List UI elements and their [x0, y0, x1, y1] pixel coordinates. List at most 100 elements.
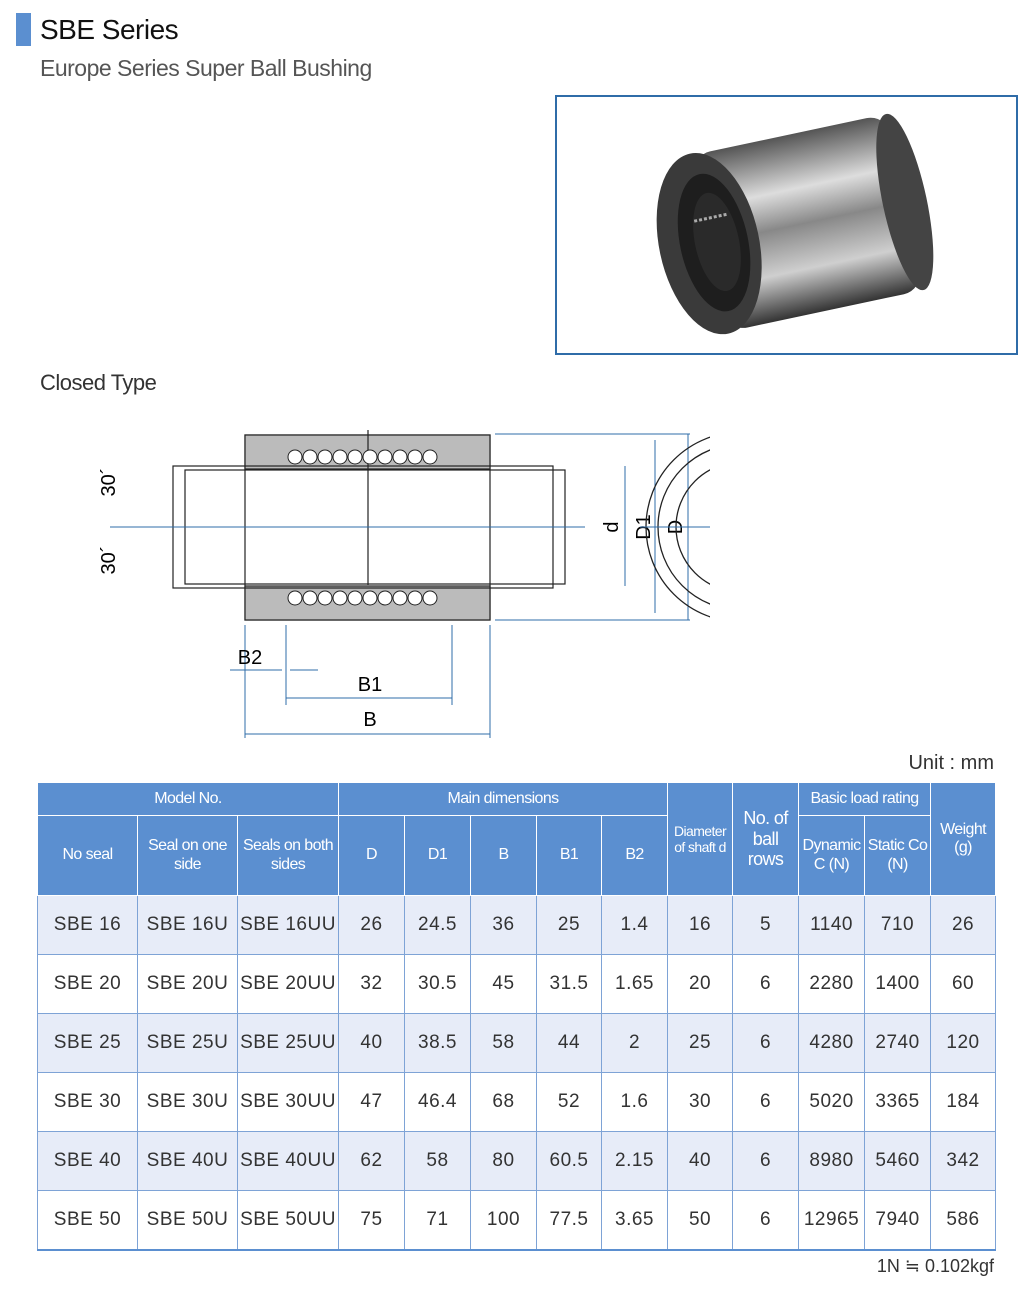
- table-cell: 3.65: [600, 1190, 669, 1251]
- header-D1: D1: [404, 815, 471, 896]
- header-B1: B1: [536, 815, 602, 896]
- table-cell: 60.5: [536, 1131, 602, 1191]
- angle-top: 30´: [98, 468, 120, 497]
- angle-bottom: 30´: [98, 546, 120, 575]
- table-cell: 586: [930, 1190, 997, 1251]
- table-cell: SBE 25UU: [237, 1013, 339, 1073]
- table-cell: 58: [404, 1131, 471, 1191]
- table-cell: SBE 20U: [137, 954, 238, 1014]
- table-cell: 342: [930, 1131, 997, 1191]
- table-cell: 40: [667, 1131, 734, 1191]
- table-cell: 4280: [798, 1013, 866, 1073]
- table-cell: 25: [536, 895, 602, 955]
- header-seals-both-sides: Seals on both sides: [237, 815, 339, 896]
- table-cell: 710: [864, 895, 932, 955]
- table-cell: SBE 50U: [137, 1190, 238, 1251]
- dim-B1: B1: [358, 674, 382, 696]
- table-cell: 46.4: [404, 1072, 471, 1132]
- table-cell: 2740: [864, 1013, 932, 1073]
- header-weight: Weight (g): [930, 782, 997, 896]
- table-cell: 6: [732, 1131, 800, 1191]
- table-cell: SBE 25U: [137, 1013, 238, 1073]
- table-cell: 2280: [798, 954, 866, 1014]
- table-cell: SBE 16U: [137, 895, 238, 955]
- table-cell: 12965: [798, 1190, 866, 1251]
- table-cell: 2: [600, 1013, 669, 1073]
- table-cell: 100: [470, 1190, 537, 1251]
- table-cell: 2.15: [600, 1131, 669, 1191]
- dim-B2: B2: [238, 647, 262, 669]
- table-cell: 38.5: [404, 1013, 471, 1073]
- table-cell: 5020: [798, 1072, 866, 1132]
- header-B: B: [470, 815, 537, 896]
- table-cell: 16: [667, 895, 734, 955]
- table-cell: 25: [667, 1013, 734, 1073]
- page-title: SBE Series: [40, 14, 179, 45]
- table-cell: SBE 30U: [137, 1072, 238, 1132]
- product-photo: [555, 95, 1018, 355]
- table-cell: 45: [470, 954, 537, 1014]
- table-cell: SBE 50: [37, 1190, 138, 1251]
- closed-type-label: Closed Type: [40, 370, 157, 395]
- table-cell: SBE 20UU: [237, 954, 339, 1014]
- dim-B: B: [363, 709, 376, 731]
- table-cell: SBE 40: [37, 1131, 138, 1191]
- table-cell: 71: [404, 1190, 471, 1251]
- table-cell: 80: [470, 1131, 537, 1191]
- table-cell: SBE 16: [37, 895, 138, 955]
- title-accent-bar: [16, 13, 31, 46]
- header-no-seal: No seal: [37, 815, 138, 896]
- table-cell: 6: [732, 1190, 800, 1251]
- header-model-no: Model No.: [37, 782, 339, 816]
- table-cell: 30: [667, 1072, 734, 1132]
- table-cell: 1.4: [600, 895, 669, 955]
- header-D: D: [338, 815, 405, 896]
- header-static: Static Co (N): [864, 815, 932, 896]
- dim-d: d: [601, 521, 623, 532]
- table-cell: 62: [338, 1131, 405, 1191]
- table-cell: SBE 40U: [137, 1131, 238, 1191]
- table-cell: 1.6: [600, 1072, 669, 1132]
- header-shaft-diameter: Diameter of shaft d: [667, 782, 734, 896]
- table-cell: SBE 16UU: [237, 895, 339, 955]
- table-cell: SBE 30: [37, 1072, 138, 1132]
- table-cell: 77.5: [536, 1190, 602, 1251]
- header-main-dimensions: Main dimensions: [337, 782, 669, 816]
- table-cell: 31.5: [536, 954, 602, 1014]
- table-cell: 47: [338, 1072, 405, 1132]
- technical-drawing: B B1 B2 d D1 D 30´ 30´: [98, 430, 710, 738]
- table-cell: 36: [470, 895, 537, 955]
- table-cell: 184: [930, 1072, 997, 1132]
- table-cell: 60: [930, 954, 997, 1014]
- page-subtitle: Europe Series Super Ball Bushing: [40, 55, 372, 81]
- table-cell: 7940: [864, 1190, 932, 1251]
- table-cell: 1140: [798, 895, 866, 955]
- table-cell: SBE 50UU: [237, 1190, 339, 1251]
- conversion-note: 1N ≒ 0.102kgf: [876, 1256, 994, 1276]
- table-cell: 44: [536, 1013, 602, 1073]
- table-cell: 6: [732, 954, 800, 1014]
- table-cell: 6: [732, 1013, 800, 1073]
- table-cell: SBE 40UU: [237, 1131, 339, 1191]
- unit-label: Unit : mm: [908, 752, 994, 774]
- table-cell: 6: [732, 1072, 800, 1132]
- header-ball-rows: No. of ball rows: [732, 782, 800, 896]
- table-cell: 1.65: [600, 954, 669, 1014]
- table-cell: 24.5: [404, 895, 471, 955]
- table-cell: 58: [470, 1013, 537, 1073]
- header-seal-one-side: Seal on one side: [137, 815, 238, 896]
- header-B2: B2: [600, 815, 669, 896]
- header-load-rating: Basic load rating: [798, 782, 932, 816]
- table-cell: 30.5: [404, 954, 471, 1014]
- table-cell: 8980: [798, 1131, 866, 1191]
- header-dynamic: Dynamic C (N): [798, 815, 866, 896]
- table-cell: 68: [470, 1072, 537, 1132]
- table-cell: SBE 25: [37, 1013, 138, 1073]
- table-cell: SBE 20: [37, 954, 138, 1014]
- table-cell: 20: [667, 954, 734, 1014]
